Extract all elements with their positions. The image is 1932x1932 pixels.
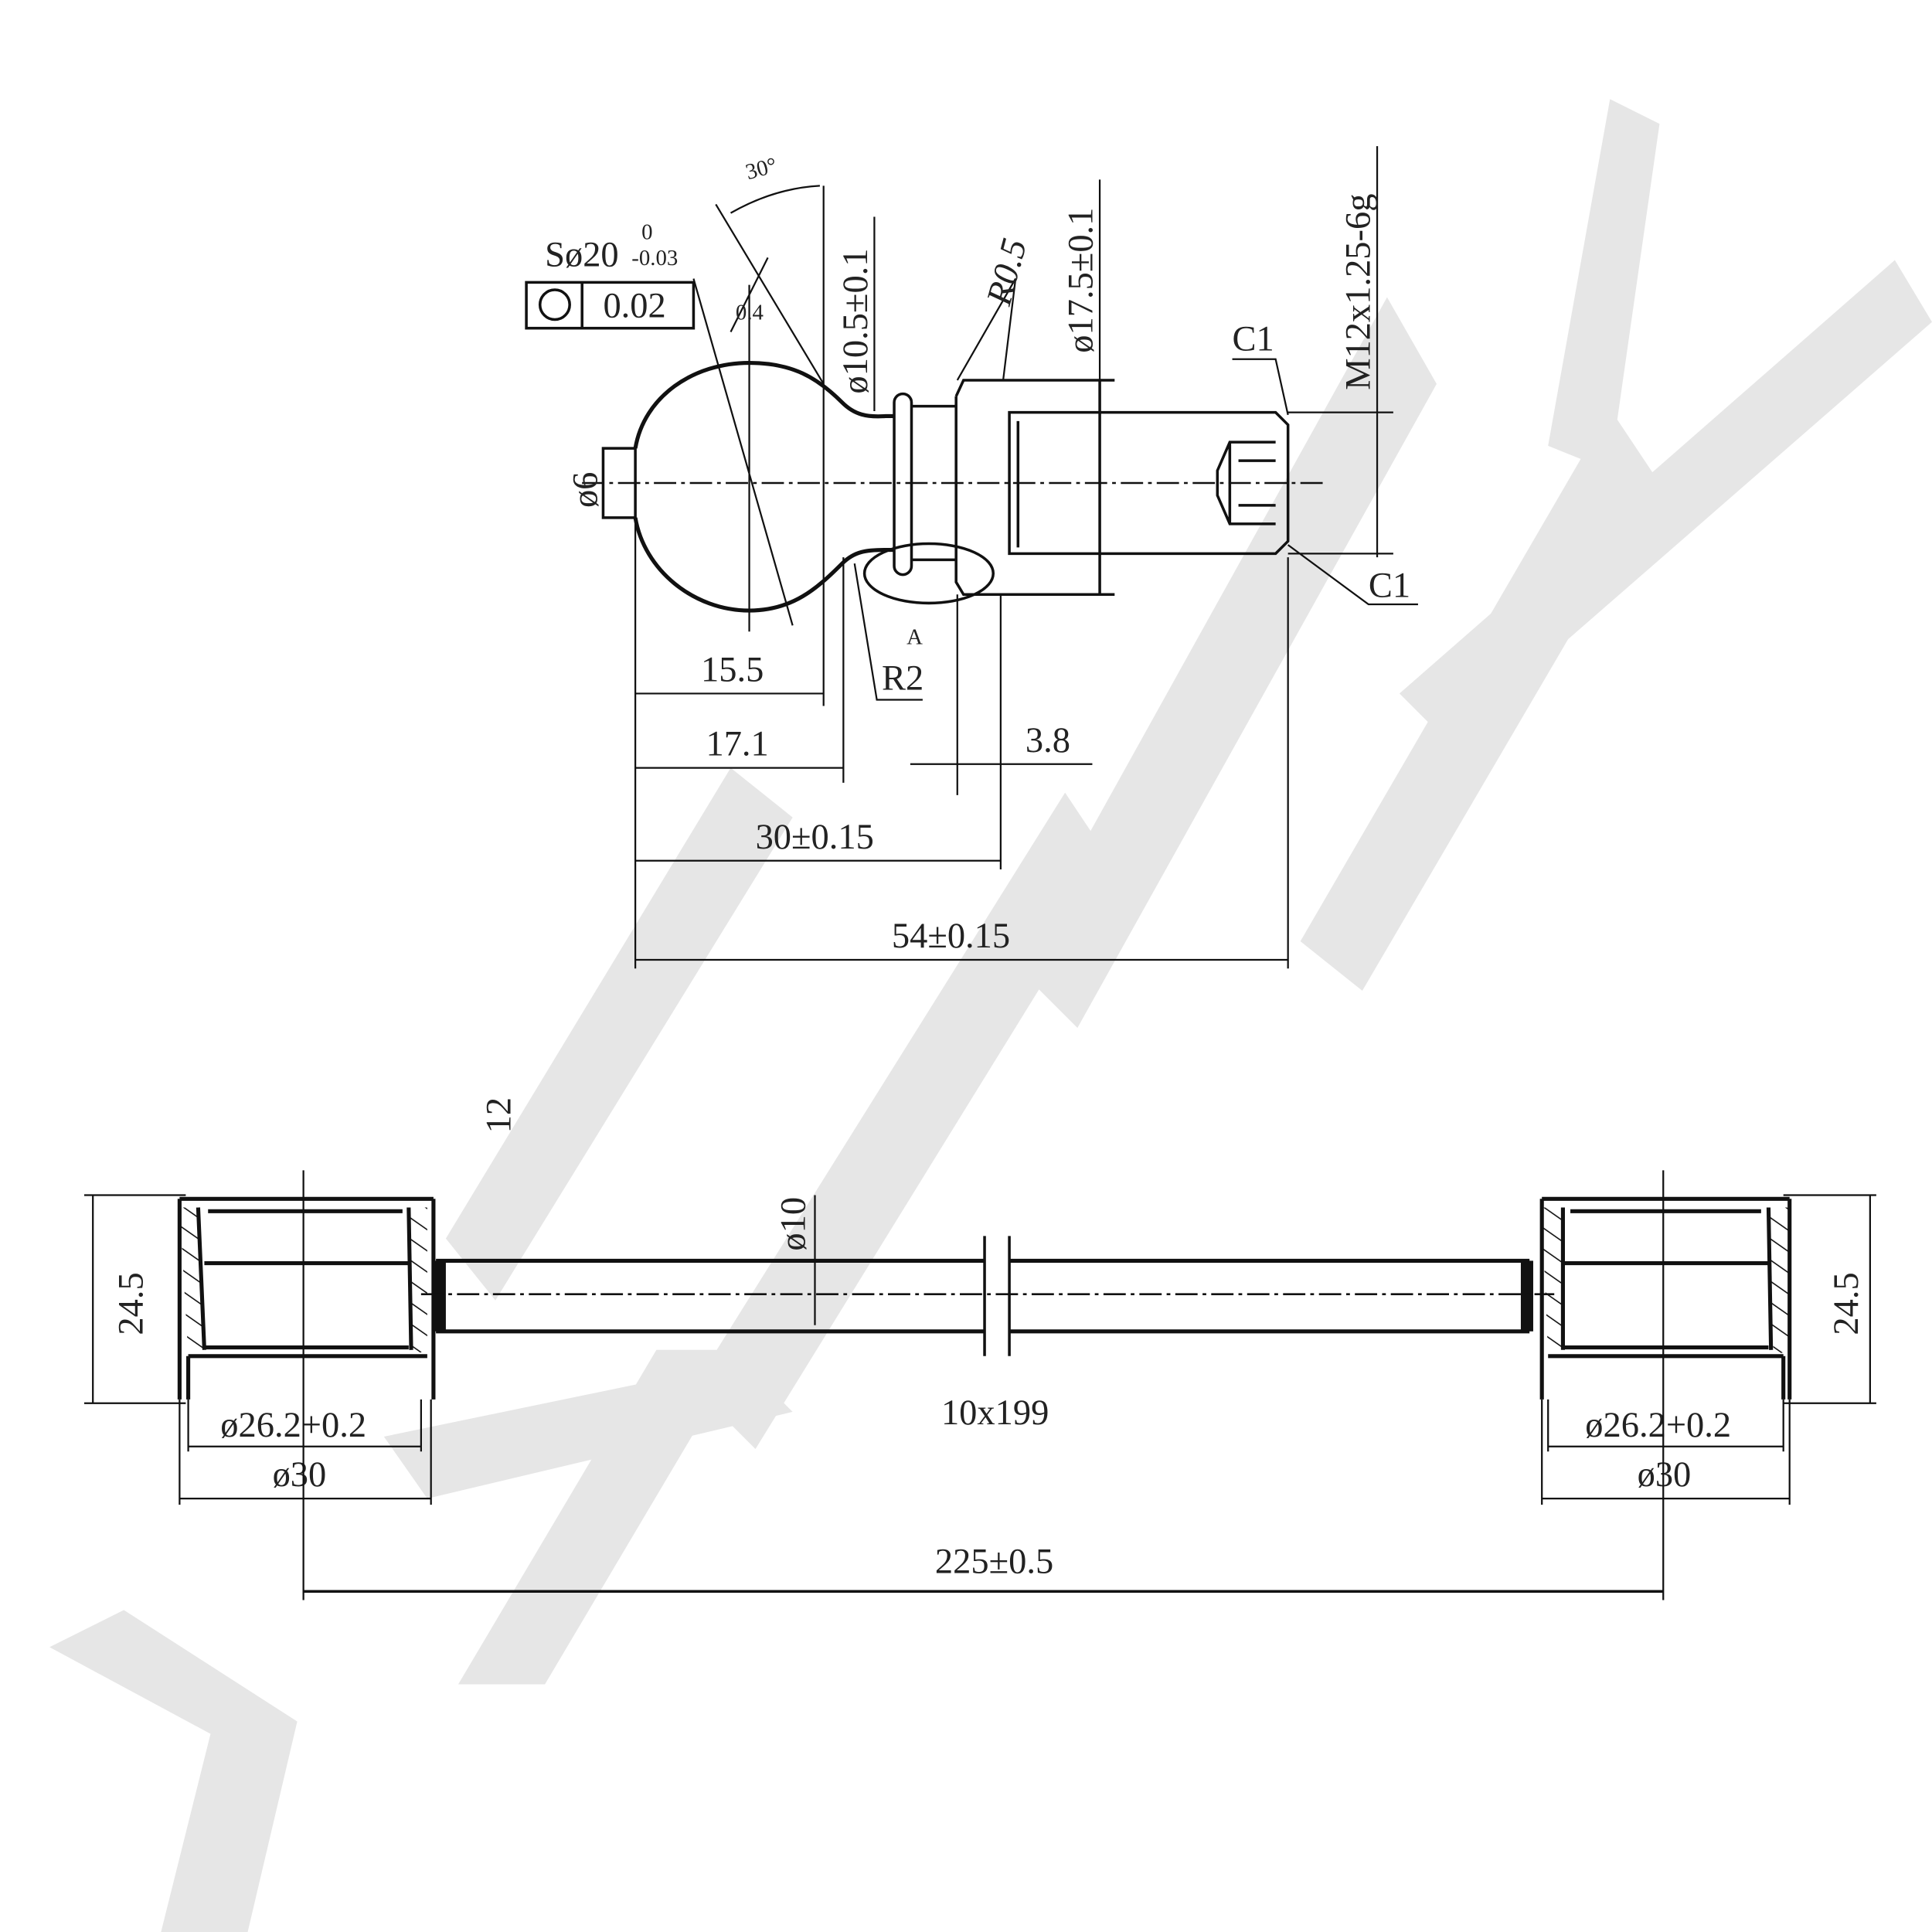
hex-socket <box>1216 440 1276 526</box>
watermark-logo <box>49 99 1932 1932</box>
inner-dia-left: ø26.2+0.2 <box>220 1406 366 1445</box>
thread-label: M12x1.25-6g <box>1338 194 1378 390</box>
dim-3-8: 3.8 <box>1026 721 1070 760</box>
roundness-value: 0.02 <box>603 286 665 325</box>
thread-section <box>1008 410 1290 556</box>
flange-dia-label: ø17.5±0.1 <box>1061 208 1100 353</box>
fillet-small-label: R0.5 <box>979 235 1035 311</box>
outer-dia-right: ø30 <box>1638 1455 1692 1495</box>
roundness-icon <box>538 288 571 321</box>
dim-17-1: 17.1 <box>706 725 768 764</box>
detail-label: A <box>906 624 923 649</box>
dim-30: 30±0.15 <box>756 818 874 857</box>
ball <box>633 360 895 613</box>
height-right-label: 24.5 <box>1827 1272 1866 1335</box>
collar <box>893 392 913 577</box>
chamfer-top-label: C1 <box>1233 320 1274 359</box>
right-socket <box>1539 1196 1792 1400</box>
stub-dia-label: ø6 <box>566 472 605 508</box>
angle-lines <box>692 185 825 632</box>
sphere-tol-upper: 0 <box>641 219 652 244</box>
stub <box>601 447 637 519</box>
detail-a-circle <box>862 542 995 605</box>
break-marks <box>983 1236 1011 1356</box>
diameter-dims <box>179 1399 1791 1505</box>
left-socket <box>177 1196 436 1400</box>
rod-spec-label: 10x199 <box>941 1393 1049 1433</box>
dimension-lines <box>635 692 1288 961</box>
shaft <box>911 404 957 562</box>
extension-lines <box>634 146 1393 969</box>
rod-dia-label: ø10 <box>774 1197 814 1251</box>
offset-label: 0.4 <box>736 300 764 325</box>
leader-lines <box>853 278 1418 701</box>
angle-label: 30° <box>743 153 779 185</box>
link-rod-view: 12 ø10 10x199 24.5 24.5 ø26.2+0.2 ø30 ø2… <box>83 1097 1876 1600</box>
neck-dia-label: ø10.5±0.1 <box>836 248 876 393</box>
rod <box>436 1258 1530 1334</box>
tolerance-frame <box>525 281 696 330</box>
inner-dia-right: ø26.2+0.2 <box>1585 1406 1731 1445</box>
dim-15-5: 15.5 <box>701 650 764 689</box>
socket-centerlines <box>302 1170 1665 1600</box>
height-left-label: 24.5 <box>111 1272 151 1335</box>
fillet-large-label: R2 <box>882 659 923 699</box>
flange <box>954 379 1115 596</box>
dim-54: 54±0.15 <box>892 917 1010 956</box>
chamfer-bottom-label: C1 <box>1369 566 1410 605</box>
center-distance-label: 225±0.5 <box>935 1542 1053 1581</box>
sphere-dia-label: Sø20 <box>545 236 619 275</box>
note-12: 12 <box>479 1097 519 1133</box>
height-dims <box>83 1194 1876 1404</box>
sphere-tol-lower: -0.03 <box>631 246 678 270</box>
outer-dia-left: ø30 <box>273 1455 327 1495</box>
